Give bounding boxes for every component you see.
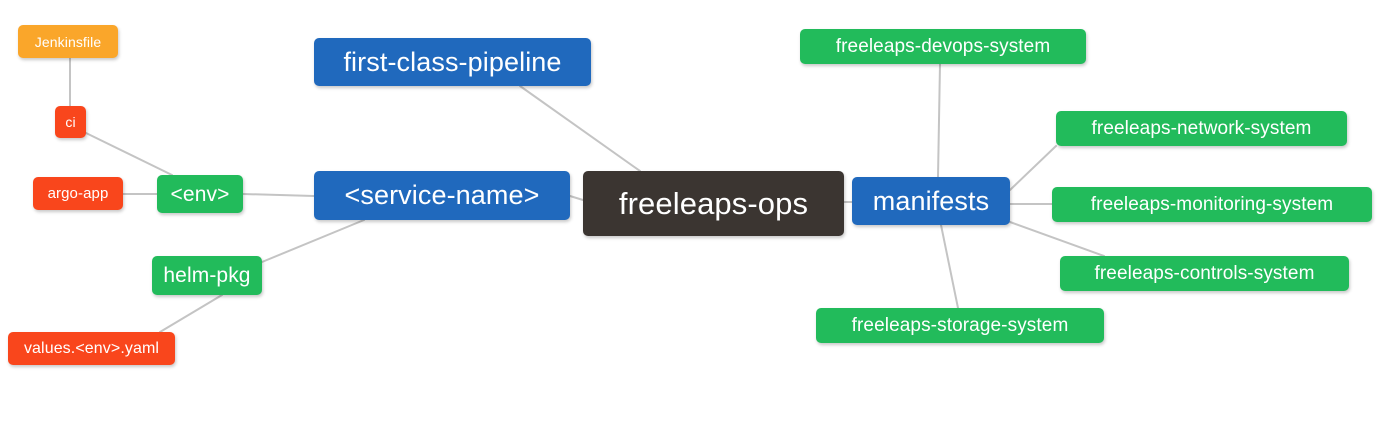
node-monitoring-system[interactable]: freeleaps-monitoring-system [1052,187,1372,222]
node-devops-system[interactable]: freeleaps-devops-system [800,29,1086,64]
node-argo-app[interactable]: argo-app [33,177,123,210]
node-env[interactable]: <env> [157,175,243,213]
node-helm-pkg[interactable]: helm-pkg [152,256,262,295]
node-first-class-pipeline[interactable]: first-class-pipeline [314,38,591,86]
edge-manifests-to-storage-system [940,224,959,309]
edge-manifests-to-controls-system [1009,221,1105,257]
edge-ci-to-env [85,132,173,176]
node-jenkinsfile[interactable]: Jenkinsfile [18,25,118,58]
edge-manifests-to-network-system [1009,145,1057,191]
edge-env-to-service-name [242,193,315,197]
node-values-yaml[interactable]: values.<env>.yaml [8,332,175,365]
node-ci[interactable]: ci [55,106,86,138]
node-manifests[interactable]: manifests [852,177,1010,225]
edge-helm-pkg-to-service-name [261,219,365,263]
node-network-system[interactable]: freeleaps-network-system [1056,111,1347,146]
node-freeleaps-ops[interactable]: freeleaps-ops [583,171,844,236]
edge-values-yaml-to-helm-pkg [159,294,223,333]
node-storage-system[interactable]: freeleaps-storage-system [816,308,1104,343]
edge-first-class-pipeline-to-freeleaps-ops [519,85,641,172]
edge-service-name-to-freeleaps-ops [569,195,584,201]
edge-manifests-to-devops-system [937,63,941,178]
node-controls-system[interactable]: freeleaps-controls-system [1060,256,1349,291]
node-service-name[interactable]: <service-name> [314,171,570,220]
